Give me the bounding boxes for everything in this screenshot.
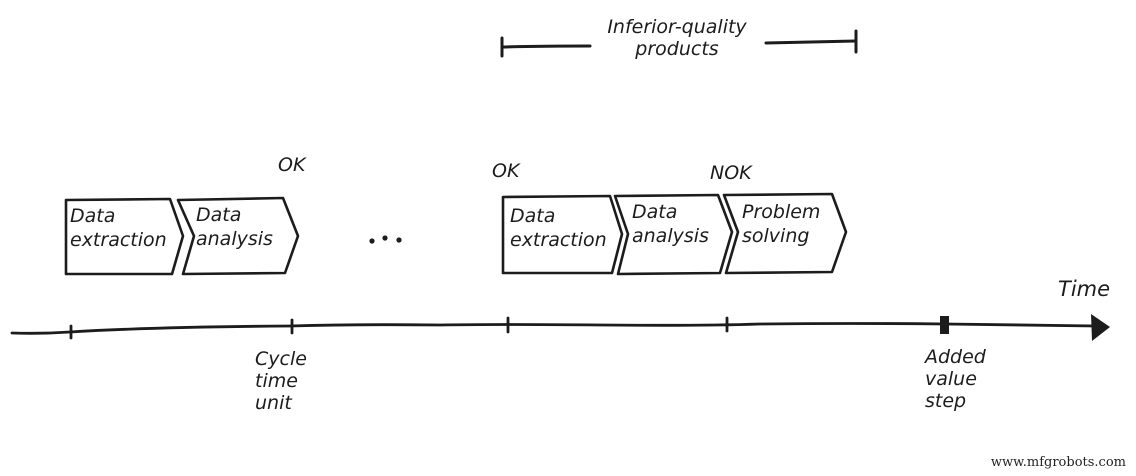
status-nok: NOK: [710, 162, 752, 184]
left-data-analysis-text: Data analysis: [196, 203, 273, 251]
right-data-extraction-text: Data extraction: [510, 204, 607, 252]
text-line: extraction: [510, 229, 607, 251]
chevron-data-analysis-1: [176, 196, 300, 276]
watermark: www.mfgrobots.com: [990, 455, 1126, 470]
text-line: Data: [196, 204, 242, 226]
text-line: time: [255, 370, 298, 392]
added-value-step-marker: [940, 316, 949, 334]
time-axis-label: Time: [1058, 277, 1111, 301]
text-line: Added: [925, 346, 986, 368]
inferior-quality-bracket: [500, 29, 858, 58]
time-axis: [10, 316, 1098, 340]
text-line: Data: [510, 205, 556, 227]
status-ok-2: OK: [492, 160, 520, 182]
left-process-chevrons: [64, 196, 300, 276]
right-data-analysis-text: Data analysis: [632, 200, 709, 248]
inferior-quality-label: Inferior-quality products: [592, 16, 762, 60]
text-line: analysis: [196, 228, 273, 250]
text-line: Cycle: [255, 348, 307, 370]
text-line: analysis: [632, 225, 709, 247]
bracket-label-line1: Inferior-quality: [607, 16, 747, 38]
right-problem-solving-text: Problem solving: [742, 200, 820, 248]
chevron-data-extraction-2: [501, 194, 624, 275]
text-line: value: [925, 368, 977, 390]
chevron-data-extraction-1: [64, 197, 185, 276]
text-line: solving: [742, 225, 810, 247]
text-line: Data: [70, 205, 116, 227]
ellipsis-dots: [369, 235, 402, 244]
text-line: step: [925, 390, 967, 412]
left-data-extraction-text: Data extraction: [70, 204, 167, 252]
text-line: extraction: [70, 229, 167, 251]
cycle-time-unit-label: Cycle time unit: [255, 348, 307, 414]
text-line: Problem: [742, 201, 821, 223]
added-value-step-label: Added value step: [925, 346, 986, 412]
bracket-label-line2: products: [635, 38, 719, 60]
chevron-problem-solving: [722, 192, 848, 275]
chevron-data-analysis-2: [613, 193, 734, 276]
time-arrow-head-icon: [1091, 314, 1110, 341]
text-line: Data: [632, 201, 678, 223]
right-process-chevrons: [501, 192, 848, 276]
status-ok-1: OK: [278, 154, 306, 176]
text-line: unit: [255, 392, 292, 414]
